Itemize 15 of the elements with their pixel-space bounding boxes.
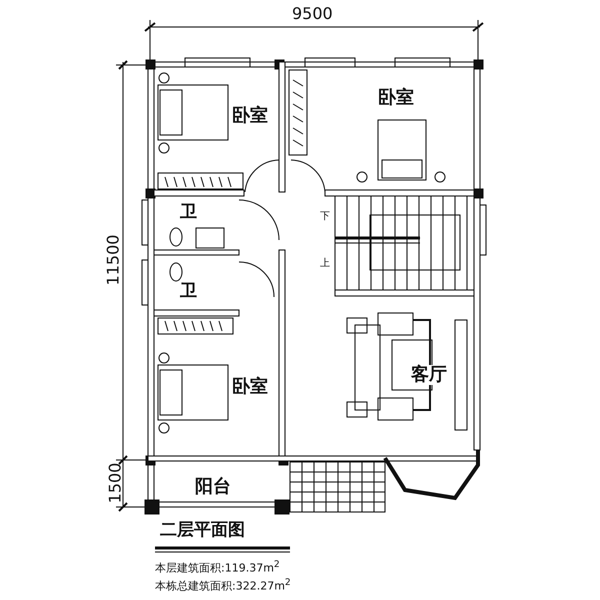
dimension-label: 11500 — [105, 234, 122, 286]
dimension-label: 1500 — [107, 462, 124, 504]
room-label: 卧室 — [232, 378, 268, 396]
dimension-label: 9500 — [292, 6, 333, 22]
plan-title: 二层平面图 — [160, 522, 245, 539]
room-label: 客厅 — [410, 365, 448, 385]
area-note: 本栋总建筑面积:322.27m$^{2}$ — [155, 578, 291, 592]
room-label: 卫 — [180, 204, 197, 221]
room-label: 卧室 — [232, 107, 268, 125]
room-label: 阳台 — [195, 478, 231, 496]
room-label: 卧室 — [378, 89, 414, 107]
area-note: 本层建筑面积:119.37m$^{2}$ — [155, 560, 280, 574]
room-label: 卫 — [180, 283, 197, 300]
stair-label: 上 — [320, 259, 330, 269]
stair-label: 下 — [320, 212, 330, 222]
